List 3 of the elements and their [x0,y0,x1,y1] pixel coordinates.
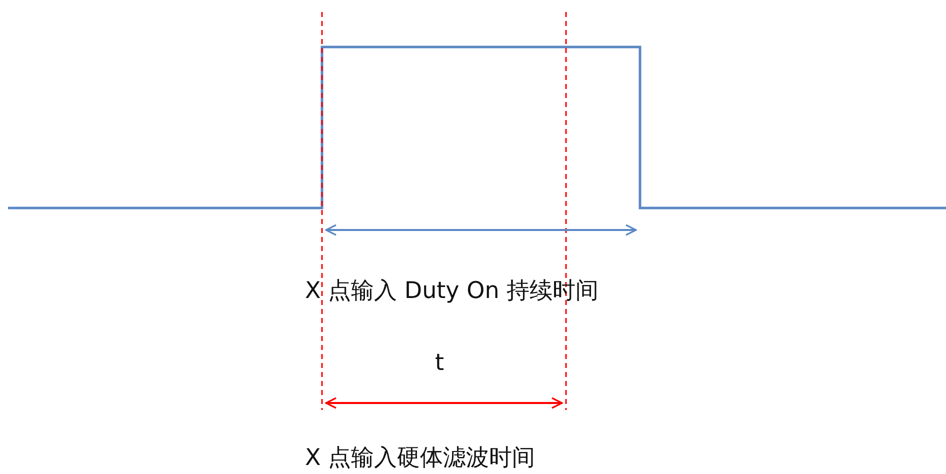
dimension-label: X 点输入 Duty On 持续时间 [305,278,599,306]
dimension-label: t [435,350,444,378]
dimension-label: X 点输入硬体滤波时间 [305,445,536,473]
